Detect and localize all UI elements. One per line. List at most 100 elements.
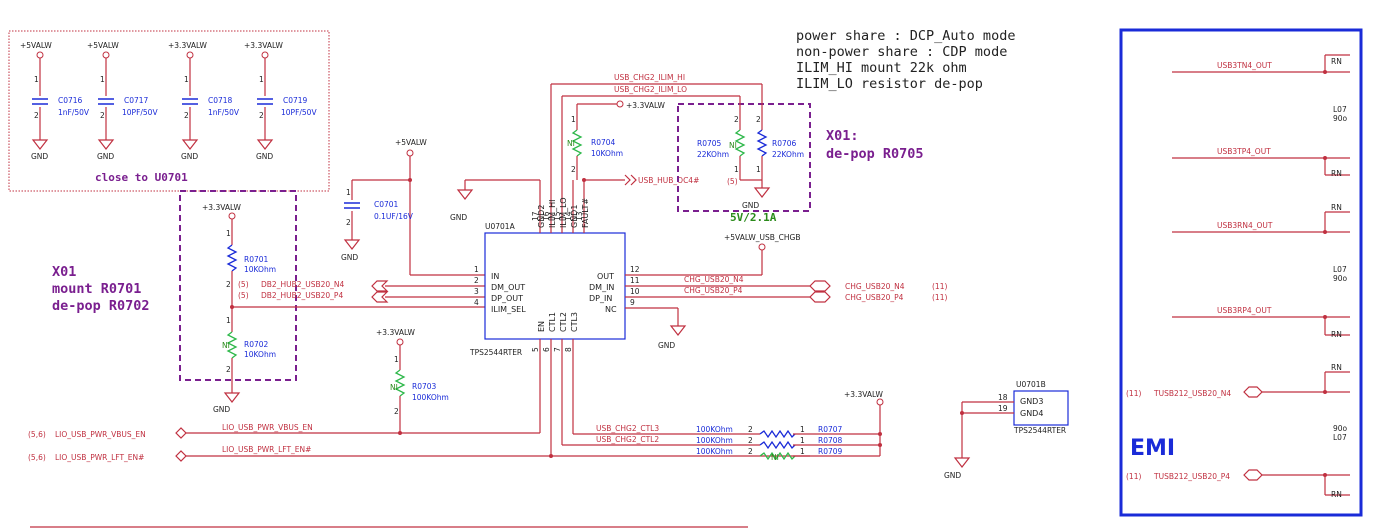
usb3rp4-net: USB3RP4_OUT bbox=[1217, 306, 1272, 315]
out-rail: +5VALW_USB_CHGB bbox=[724, 233, 800, 242]
u0701b-ref: U0701B bbox=[1016, 380, 1046, 389]
pin-num: 13 bbox=[575, 211, 584, 221]
u0701b-part: TPS2544RTER bbox=[1013, 426, 1066, 435]
pin-name: DP_OUT bbox=[491, 294, 523, 303]
pin-num: 17 bbox=[531, 211, 540, 221]
bottom-rail: +3.3VALW bbox=[844, 390, 883, 399]
r0706-sheet: (5) bbox=[727, 177, 738, 186]
cap-pin1: 1 bbox=[34, 75, 39, 84]
r0708-pin1: 1 bbox=[800, 436, 805, 445]
vbus-en-port: LIO_USB_PWR_VBUS_EN bbox=[55, 430, 146, 439]
r0703-pin2: 2 bbox=[394, 407, 399, 416]
rn-label: RN bbox=[1331, 57, 1342, 66]
pin-name: CTL2 bbox=[559, 312, 568, 332]
r0701-r0702-box bbox=[179, 190, 297, 381]
chg-n4-wire-label: CHG_USB20_N4 bbox=[684, 275, 744, 284]
r0706-value: 22KOhm bbox=[772, 150, 804, 159]
pin-name: OUT bbox=[597, 272, 614, 281]
x01-left-line3: de-pop R0702 bbox=[52, 298, 150, 314]
r0701-resistor bbox=[226, 244, 238, 272]
rn-label: RN bbox=[1331, 363, 1342, 372]
emi-label: EMI bbox=[1130, 436, 1175, 461]
tusb-sheet-p: (11) bbox=[1126, 472, 1141, 481]
pin-name: GND3 bbox=[1020, 397, 1043, 406]
db2-p4-net: DB2_HUB2_USB20_P4 bbox=[261, 291, 343, 300]
pin-num: 7 bbox=[553, 347, 562, 352]
r0701-value: 10KOhm bbox=[244, 265, 276, 274]
r0705-ni: NI bbox=[729, 141, 737, 150]
vbus-sheet: (5,6) bbox=[28, 430, 46, 439]
cap-pin1: 1 bbox=[259, 75, 264, 84]
c0701-value: 0.1UF/16V bbox=[374, 212, 414, 221]
usb3tp4-net: USB3TP4_OUT bbox=[1217, 147, 1271, 156]
pin-name: GND1 bbox=[570, 205, 579, 228]
pin-num: 12 bbox=[630, 265, 640, 274]
lft-en-port: LIO_USB_PWR_LFT_EN# bbox=[55, 453, 144, 462]
cap-c0718: +3.3VALW 1 2 C0718 1nF/50V GND bbox=[168, 41, 240, 161]
top-gnd: GND bbox=[450, 213, 467, 222]
cap-gnd: GND bbox=[31, 152, 48, 161]
usb3tn4-net: USB3TN4_OUT bbox=[1217, 61, 1272, 70]
r0705-r0706-box bbox=[677, 103, 811, 212]
r0708-ref: R0708 bbox=[818, 436, 843, 445]
c0701-rail: +5VALW bbox=[395, 138, 427, 147]
r0707-resistor bbox=[759, 429, 796, 439]
right-panel-nets: USB3TN4_OUT RN L07 90o USB3TP4_OUT RN US… bbox=[1126, 54, 1350, 499]
pin-name: FAULT# bbox=[581, 198, 590, 228]
r0704-resistor bbox=[571, 129, 583, 157]
x01-right-line1: X01: bbox=[826, 128, 859, 144]
r0703-pin1: 1 bbox=[394, 355, 399, 364]
l07-value: 90o bbox=[1333, 114, 1348, 123]
r0705-pin1: 1 bbox=[734, 165, 739, 174]
ctl2-net: USB_CHG2_CTL2 bbox=[596, 435, 659, 444]
r0701-pin1: 1 bbox=[226, 229, 231, 238]
r0703-resistor bbox=[394, 369, 406, 397]
pin-num: 2 bbox=[474, 276, 479, 285]
pin-num: 6 bbox=[542, 347, 551, 352]
r0702-ni: NI bbox=[222, 341, 230, 350]
vbus-en-net: LIO_USB_PWR_VBUS_EN bbox=[222, 423, 313, 432]
r0709-ref: R0709 bbox=[818, 447, 843, 456]
c0701-ref: C0701 bbox=[374, 200, 399, 209]
x01-left-line2: mount R0701 bbox=[52, 281, 141, 297]
pin-name: DM_IN bbox=[589, 283, 614, 292]
cap-rail: +5VALW bbox=[20, 41, 52, 50]
pin-name: IN bbox=[491, 272, 499, 281]
r0705-resistor bbox=[734, 129, 746, 157]
r0706-gnd: GND bbox=[742, 201, 759, 210]
r0704-ni: NI bbox=[567, 139, 575, 148]
r0702-gnd: GND bbox=[213, 405, 230, 414]
r0704-pin1: 1 bbox=[571, 115, 576, 124]
pin-num: 11 bbox=[630, 276, 640, 285]
r0706-pin2: 2 bbox=[756, 115, 761, 124]
chg-p4-wire-label: CHG_USB20_P4 bbox=[684, 286, 743, 295]
l07-label: L07 bbox=[1333, 105, 1347, 114]
r0708-value: 100KOhm bbox=[696, 436, 733, 445]
pin-num: 18 bbox=[998, 393, 1008, 402]
cap-value: 1nF/50V bbox=[208, 108, 240, 117]
cap-pin1: 1 bbox=[184, 75, 189, 84]
cap-ref: C0719 bbox=[283, 96, 308, 105]
r0709-pin1: 1 bbox=[800, 447, 805, 456]
r0705-ref: R0705 bbox=[697, 139, 722, 148]
r0709-resistor bbox=[759, 451, 796, 461]
pin-num: 9 bbox=[630, 298, 635, 307]
ctl3-net: USB_CHG2_CTL3 bbox=[596, 424, 659, 433]
cap-ref: C0717 bbox=[124, 96, 149, 105]
db2-sheet-p: (5) bbox=[238, 291, 249, 300]
r0703-ref: R0703 bbox=[412, 382, 437, 391]
cap-rail: +5VALW bbox=[87, 41, 119, 50]
pin-name: DM_OUT bbox=[491, 283, 525, 292]
pin-name: NC bbox=[605, 305, 617, 314]
cap-value: 10PF/50V bbox=[281, 108, 317, 117]
chg-p4-port: CHG_USB20_P4 bbox=[845, 293, 904, 302]
r0707-pin1: 1 bbox=[800, 425, 805, 434]
nc-gnd: GND bbox=[658, 341, 675, 350]
r0701-rail: +3.3VALW bbox=[202, 203, 241, 212]
r0708-pin2: 2 bbox=[748, 436, 753, 445]
cap-pin2: 2 bbox=[34, 111, 39, 120]
r0701-pin2: 2 bbox=[226, 280, 231, 289]
hub-oc-net: USB_HUB_OC4# bbox=[638, 176, 699, 185]
cap-value: 10PF/50V bbox=[122, 108, 158, 117]
